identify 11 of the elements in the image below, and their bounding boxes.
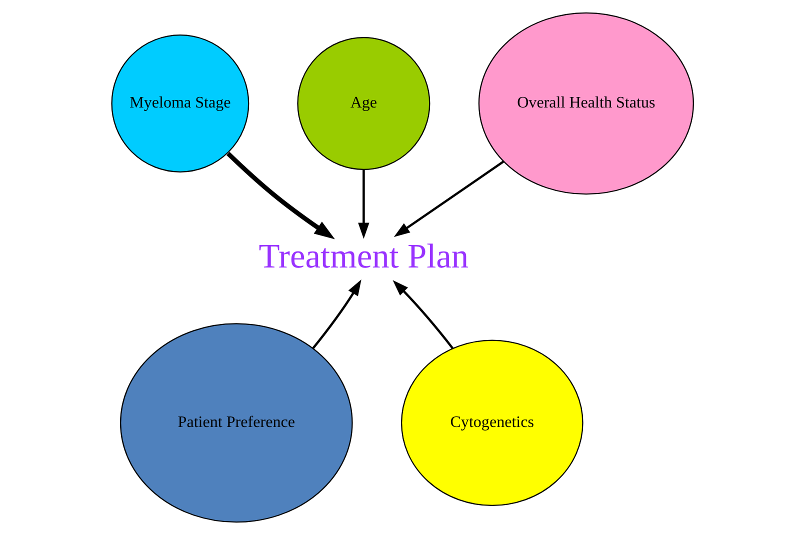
node-ellipse: Patient Preference (120, 323, 353, 523)
node-circle: Age (297, 36, 430, 170)
arrow (226, 152, 335, 240)
node-text: Treatment Plan (258, 238, 469, 276)
node-circle: Cytogenetics (400, 340, 584, 506)
node-ellipse: Overall Health Status (478, 12, 694, 195)
arrow (394, 160, 504, 237)
arrow (358, 170, 370, 239)
arrow (392, 280, 454, 349)
node-circle: Myeloma Stage (111, 34, 250, 172)
arrow (312, 280, 362, 349)
